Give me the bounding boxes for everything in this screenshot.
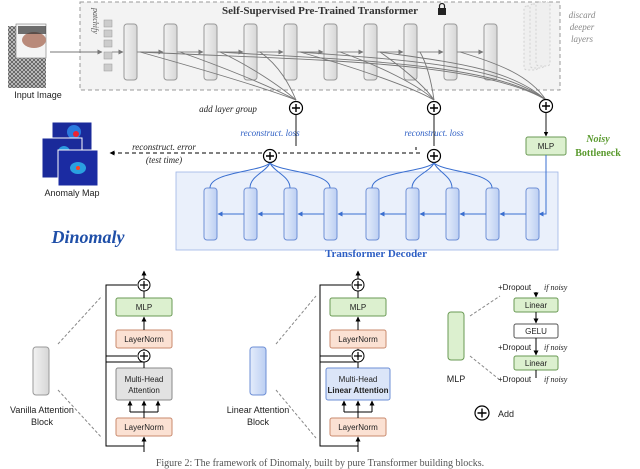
linear-mlp-label: MLP: [350, 303, 366, 312]
patch-tokens: [103, 19, 113, 72]
reconstruct-loss-label-1: reconstruct. loss: [240, 128, 300, 138]
discard-label-1: discard: [569, 10, 596, 20]
add-legend-label: Add: [498, 409, 514, 419]
decoder-block: [243, 187, 258, 241]
decoder-title: Transformer Decoder: [325, 248, 427, 260]
decoder-block: [203, 187, 218, 241]
anomaly-map-label: Anomaly Map: [44, 188, 99, 198]
discard-label-3: layers: [571, 34, 593, 44]
vanilla-layernorm-bottom-label: LayerNorm: [124, 423, 164, 432]
if-noisy-label-1: if noisy: [544, 283, 568, 292]
vanilla-mlp-label: MLP: [136, 303, 152, 312]
add-circle-5: [426, 148, 442, 164]
mlp-linear-1-label: Linear: [525, 301, 548, 310]
encoder-block: [243, 23, 258, 81]
decoder-block: [283, 187, 298, 241]
linear-layernorm-top-label: LayerNorm: [338, 335, 378, 344]
add-layer-group-label: add layer group: [199, 104, 257, 114]
encoder-block: [123, 23, 138, 81]
discard-label-2: deeper: [570, 22, 595, 32]
dropout-label-3: +Dropout: [498, 375, 532, 384]
dinomaly-logo: Dinomaly: [50, 227, 125, 247]
encoder-block: [363, 23, 378, 81]
vanilla-attention-label-1: Multi-Head: [125, 375, 164, 384]
mlp-linear-2-label: Linear: [525, 359, 548, 368]
reconstruct-error-label-2: (test time): [146, 155, 182, 165]
encoder-block: [203, 23, 218, 81]
dropout-label-2: +Dropout: [498, 343, 532, 352]
decoder-blocks: [203, 187, 540, 241]
decoder-block: [485, 187, 500, 241]
add-circle-1: [288, 100, 304, 116]
if-noisy-label-3: if noisy: [544, 375, 568, 384]
encoder-block: [323, 23, 338, 81]
mlp-gelu-label: GELU: [525, 327, 547, 336]
linear-block-label-2: Block: [247, 417, 270, 427]
encoder-block: [283, 23, 298, 81]
vanilla-attention: [115, 367, 173, 401]
dropout-label-1: +Dropout: [498, 283, 532, 292]
bottleneck-mlp-label: MLP: [538, 142, 554, 151]
linear-layernorm-bottom-label: LayerNorm: [338, 423, 378, 432]
bottleneck-label: Bottleneck: [575, 148, 621, 159]
linear-attention-label-1: Multi-Head: [339, 375, 378, 384]
if-noisy-label-2: if noisy: [544, 343, 568, 352]
mlp-detail-stack: +Dropout if noisy Linear GELU +Dropout i…: [498, 283, 568, 384]
add-circle-4: [262, 148, 278, 164]
lock-icon: [438, 2, 446, 15]
decoder-block: [405, 187, 420, 241]
feature-taps: [139, 51, 547, 101]
vanilla-block-icon: [32, 346, 50, 396]
figure-caption: Figure 2: The framework of Dinomaly, bui…: [156, 458, 484, 469]
linear-attention-label-2: Linear Attention: [327, 386, 388, 395]
linear-block-icon: [249, 346, 267, 396]
encoder-block: [163, 23, 178, 81]
reconstruct-error-label-1: reconstruct. error: [132, 142, 196, 152]
linear-attention: [325, 367, 391, 401]
discarded-layers: [523, 1, 551, 71]
input-image-label: Input Image: [14, 90, 62, 100]
mlp-detail-icon: [447, 311, 465, 361]
linear-block-detail: MLP LayerNorm Multi-Head Linear Attentio…: [319, 270, 391, 452]
anomaly-map: [41, 121, 99, 187]
decoder-block: [365, 187, 380, 241]
input-image: [8, 23, 47, 88]
add-circle-3: [538, 98, 554, 114]
patchify-label: patchify: [91, 7, 100, 34]
vanilla-block-label-1: Vanilla Attention: [10, 405, 74, 415]
vanilla-block-detail: MLP LayerNorm Multi-Head Attention Layer…: [105, 270, 173, 452]
decoder-block: [525, 187, 540, 241]
noisy-label: Noisy: [585, 134, 610, 145]
vanilla-attention-label-2: Attention: [128, 386, 160, 395]
linear-block-label-1: Linear Attention: [227, 405, 290, 415]
add-circle-2: [426, 100, 442, 116]
decoder-block: [445, 187, 460, 241]
encoder-title: Self-Supervised Pre-Trained Transformer: [222, 5, 418, 17]
decoder-taps: [209, 162, 493, 189]
mlp-detail-label: MLP: [447, 374, 466, 384]
add-legend-icon: [474, 405, 490, 421]
vanilla-block-label-2: Block: [31, 417, 54, 427]
vanilla-layernorm-top-label: LayerNorm: [124, 335, 164, 344]
decoder-block: [323, 187, 338, 241]
